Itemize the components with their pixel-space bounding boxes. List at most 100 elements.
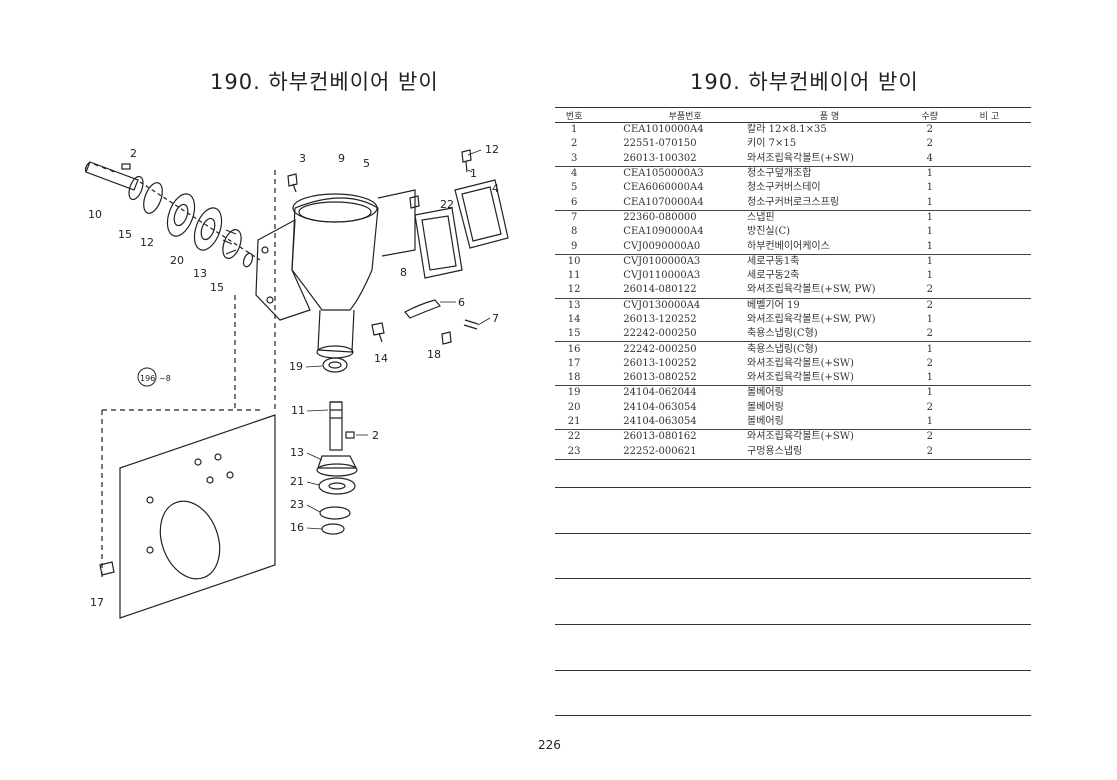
cell-qty: 1 (926, 196, 933, 208)
cell-part-no: 22252-000621 (593, 444, 748, 460)
cell-no: 3 (570, 152, 578, 164)
cell-part-no: 26013-080162 (593, 429, 748, 445)
cell-remark (948, 415, 1031, 430)
cell-no: 22 (555, 429, 594, 445)
callout-12a: 12 (485, 143, 499, 156)
cell-no: 23 (555, 444, 594, 460)
cell-part-no: CEA1090000A4 (623, 226, 704, 238)
cell-qty: 1 (911, 253, 948, 269)
cell-name: 하부컨베이어케이스 (747, 240, 830, 252)
callout-5: 5 (363, 157, 370, 170)
cell-qty: 2 (911, 429, 948, 445)
header-name: 품 명 (747, 107, 912, 123)
cell-remark (948, 152, 1031, 167)
blank-rule-5 (555, 670, 1031, 671)
cell-no: 7 (555, 209, 594, 226)
cell-name: 청소구커버스테이 (747, 182, 821, 194)
cell-remark (948, 137, 1031, 151)
cell-part-no: 22242-000250 (593, 341, 748, 357)
page-number: 226 (538, 738, 561, 752)
callout-15b: 15 (210, 281, 224, 294)
callout-2: 2 (130, 147, 137, 160)
cell-no: 21 (567, 416, 581, 428)
cell-name: 와셔조립육각볼트(+SW) (747, 152, 854, 164)
cell-no: 15 (567, 328, 581, 340)
cell-part-no: 22360-080000 (593, 209, 748, 226)
cell-no: 6 (570, 196, 578, 208)
blank-rule-6 (555, 715, 1031, 716)
callout-22: 22 (440, 198, 454, 211)
blank-rule-4 (555, 624, 1031, 625)
cell-name: 세로구동1축 (747, 253, 912, 269)
cell-name: 볼베어링 (747, 416, 784, 428)
callout-19: 19 (289, 360, 303, 373)
blank-rule-3 (555, 578, 1031, 579)
cell-no: 14 (567, 314, 581, 325)
cell-remark (947, 444, 1031, 460)
callout-4: 4 (492, 182, 499, 195)
cell-name: 와셔조립육각볼트(+SW, PW) (747, 314, 876, 325)
callout-8: 8 (400, 266, 407, 279)
cell-part-no: 22242-000250 (623, 328, 697, 340)
cell-part-no: CVJ0130000A4 (593, 297, 748, 313)
blank-rule-1 (555, 487, 1031, 488)
cell-qty: 2 (926, 124, 933, 136)
cell-qty: 1 (911, 209, 948, 226)
cell-no: 1 (570, 124, 578, 136)
cell-name: 축용스냅링(C형) (747, 341, 912, 357)
callout-14: 14 (374, 352, 388, 365)
reference-circle-label: 196 (140, 374, 155, 383)
cell-no: 4 (555, 165, 594, 182)
cell-name: 키이 7×15 (747, 138, 797, 150)
cell-qty: 2 (911, 444, 948, 460)
cell-qty: 2 (926, 357, 933, 369)
cell-remark (948, 401, 1031, 415)
cell-name: 볼베어링 (747, 385, 912, 401)
cell-part-no: CEA1070000A4 (623, 196, 704, 208)
cell-no: 2 (570, 138, 578, 150)
cell-qty: 4 (926, 152, 933, 164)
cell-no: 13 (555, 297, 594, 313)
cell-remark (947, 253, 1031, 269)
callout-10: 10 (88, 208, 102, 221)
table-header-row: 번호 부품번호 품 명 수량 비 고 (555, 107, 1031, 123)
cell-remark (947, 165, 1031, 182)
cell-remark (948, 327, 1031, 342)
cell-no: 5 (570, 182, 578, 194)
callout-16: 16 (290, 521, 304, 534)
cell-part-no: CVJ0090000A0 (623, 240, 701, 252)
callout-12b: 12 (140, 236, 154, 249)
cell-part-no: CVJ0110000A3 (623, 270, 701, 282)
cell-qty: 1 (926, 240, 933, 252)
cell-remark (947, 209, 1031, 226)
cell-part-no: 26014-080122 (623, 284, 697, 296)
reference-suffix: ~8 (159, 374, 171, 383)
cell-name: 와셔조립육각볼트(+SW) (747, 357, 854, 369)
cell-no: 8 (570, 226, 578, 238)
cell-qty: 1 (926, 416, 933, 428)
cell-no: 11 (567, 270, 581, 282)
cell-name: 방진실(C) (747, 226, 791, 238)
cell-qty: 1 (926, 182, 933, 194)
page-title-right: 190. 하부컨베이어 받이 (690, 70, 919, 94)
cell-remark (948, 123, 1031, 138)
cell-qty: 2 (926, 328, 933, 340)
callout-1: 1 (470, 167, 477, 180)
cell-part-no: CVJ0100000A3 (593, 253, 748, 269)
